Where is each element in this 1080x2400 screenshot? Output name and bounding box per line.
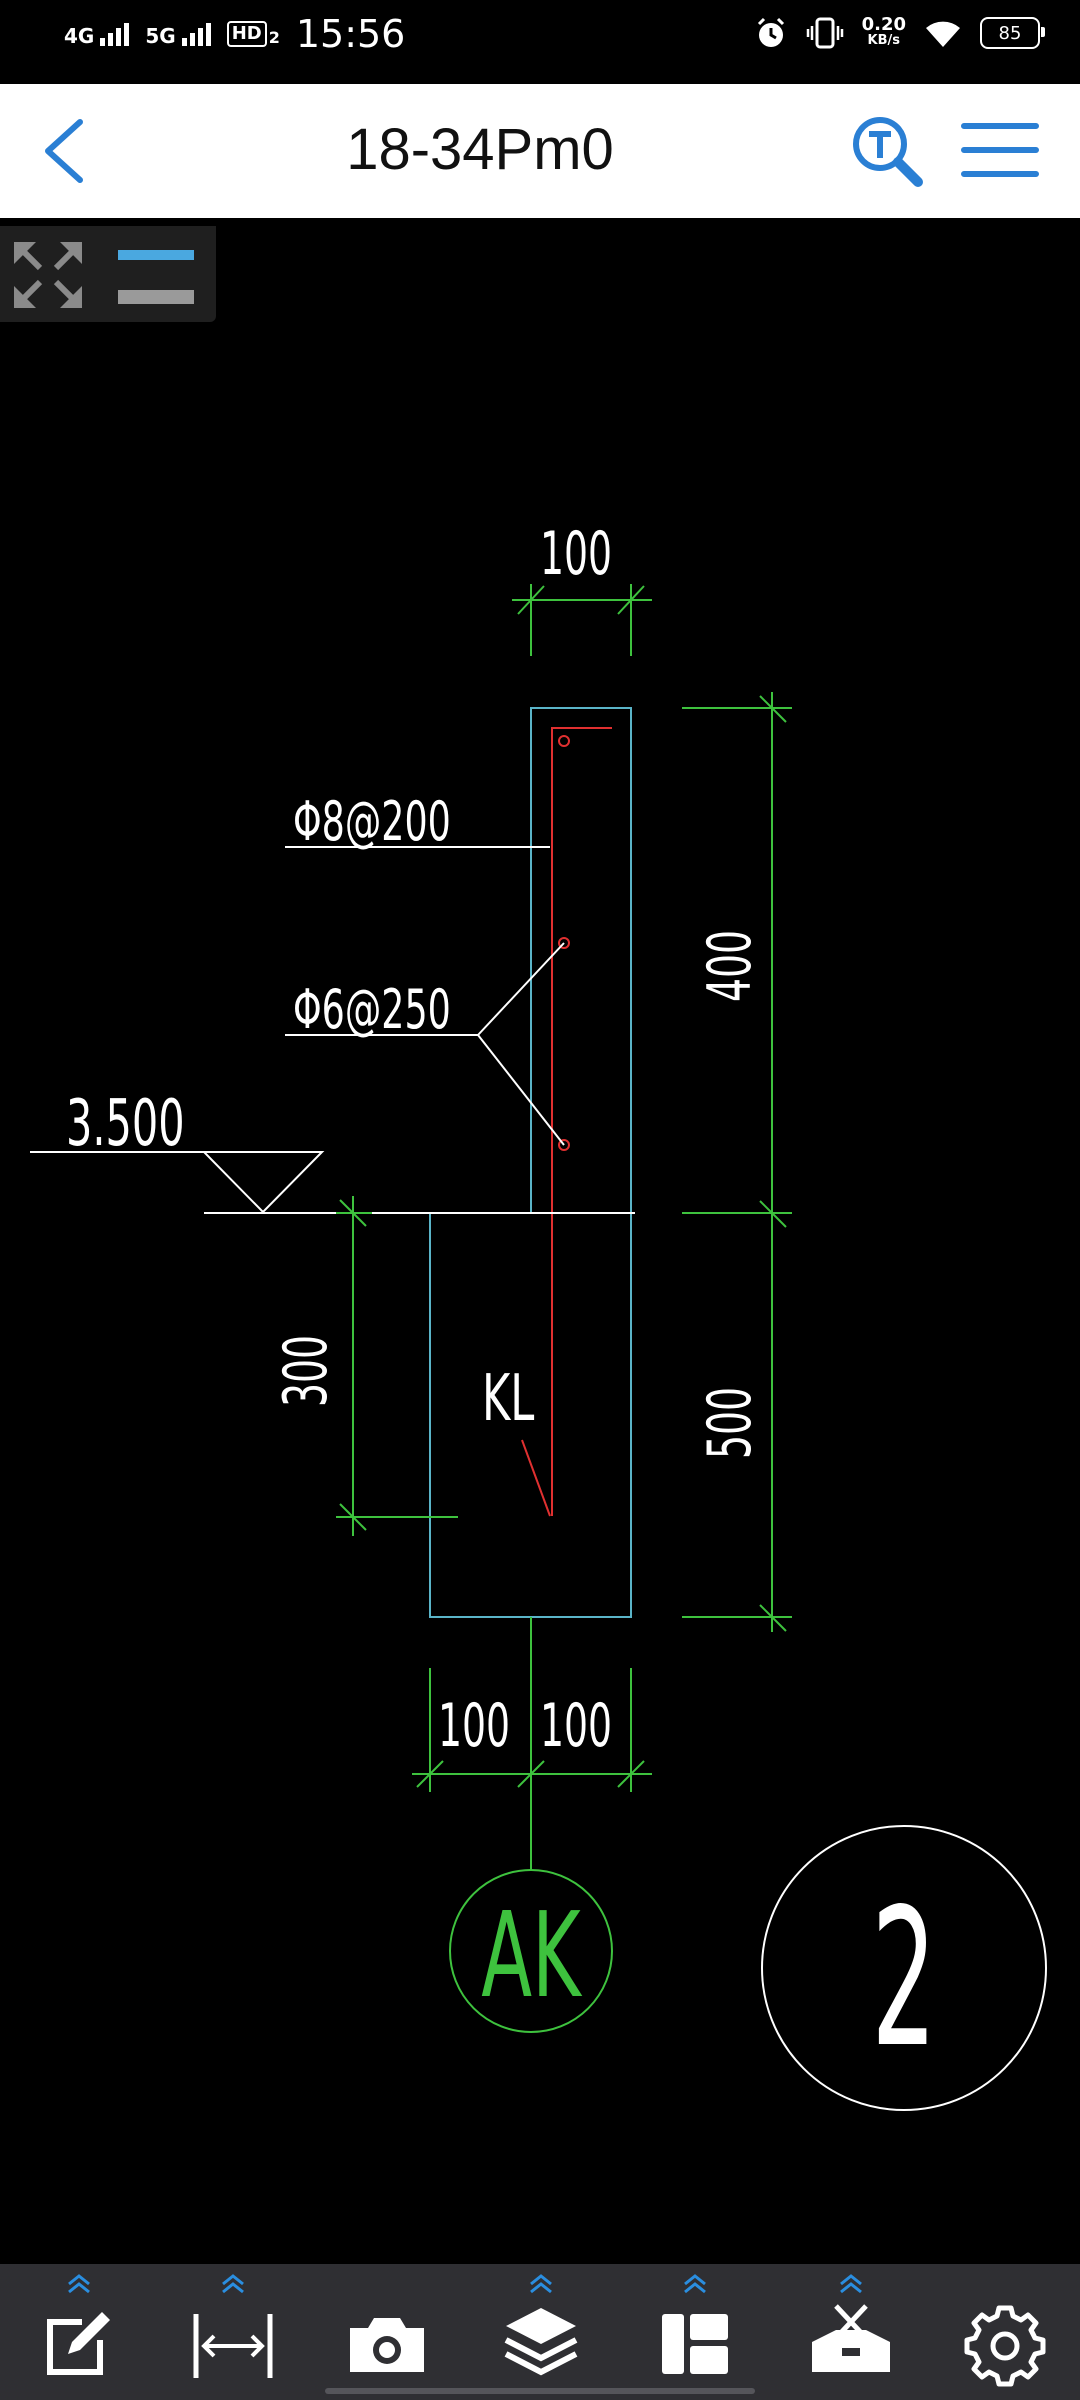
gesture-handle[interactable] (325, 2388, 755, 2394)
drawing-canvas[interactable] (0, 218, 1080, 2180)
speed-value: 0.20 (861, 14, 906, 35)
wifi-icon (926, 21, 960, 47)
edit-icon (47, 2274, 110, 2375)
camera-button[interactable] (332, 2270, 442, 2390)
hd-sub: 2 (268, 28, 280, 47)
signal-bars-icon (100, 22, 130, 46)
rebar-label-1: Φ8@200 (293, 791, 451, 853)
gear-icon (964, 2305, 1046, 2387)
dim-400-text: 400 (696, 930, 766, 1002)
layout-icon (662, 2274, 728, 2374)
dim-top-text: 100 (540, 520, 612, 590)
dimension-left (336, 1196, 458, 1536)
toolbox-button[interactable] (796, 2270, 906, 2390)
layers-icon (504, 2274, 578, 2376)
speed-unit: KB/s (867, 33, 901, 48)
signal-5g: 5G (145, 22, 211, 48)
back-icon[interactable] (30, 114, 100, 188)
measure-icon (193, 2274, 273, 2378)
dim-bottom-right-text: 100 (540, 1692, 612, 1762)
fullscreen-icon[interactable] (12, 240, 84, 310)
text-search-icon[interactable] (848, 112, 928, 192)
dim-500-text: 500 (696, 1387, 766, 1459)
network-label-5g: 5G (145, 24, 176, 48)
bottom-toolbar (0, 2264, 1080, 2400)
measure-button[interactable] (178, 2270, 288, 2390)
hd-voice-indicator: HD 2 (226, 21, 280, 47)
dimension-right (682, 692, 792, 1632)
signal-4g: 4G (64, 22, 130, 48)
line-weight-toggle[interactable] (118, 244, 194, 304)
hd-badge: HD (226, 21, 267, 47)
menu-icon[interactable] (960, 118, 1040, 182)
layers-button[interactable] (486, 2270, 596, 2390)
settings-button[interactable] (950, 2270, 1060, 2390)
detail-number: 2 (871, 1868, 936, 2089)
app-header: 18-34Pm0 (0, 84, 1080, 218)
toolbox-icon (812, 2274, 890, 2372)
dim-300-text: 300 (272, 1335, 342, 1407)
status-bar: 4G 5G HD 2 15:56 0.20 KB/s 8 (0, 0, 1080, 84)
clock: 15:56 (295, 12, 406, 56)
network-label-4g: 4G (64, 24, 95, 48)
page-title: 18-34Pm0 (346, 117, 614, 182)
axis-label: AK (481, 1887, 582, 2025)
view-tools-panel (0, 226, 216, 322)
rebar-label-2: Φ6@250 (293, 979, 451, 1041)
elevation-label: 3.500 (66, 1086, 185, 1161)
thin-line-icon (118, 250, 194, 260)
rebar (521, 727, 612, 1517)
dimension-top (512, 584, 652, 656)
network-speed: 0.20 KB/s (861, 14, 906, 49)
alarm-icon (757, 17, 784, 47)
battery-icon: 85 (980, 17, 1045, 49)
camera-icon (350, 2318, 424, 2372)
battery-level: 85 (998, 22, 1022, 44)
dimension-bottom (412, 1617, 652, 2033)
layout-button[interactable] (640, 2270, 750, 2390)
vibrate-icon (806, 17, 843, 49)
leader-lines (30, 846, 1047, 2111)
thick-line-icon (118, 290, 194, 304)
beam-label: KL (482, 1361, 535, 1436)
annotate-button[interactable] (24, 2270, 134, 2390)
signal-bars-icon (181, 22, 211, 46)
dim-bottom-left-text: 100 (438, 1692, 510, 1762)
